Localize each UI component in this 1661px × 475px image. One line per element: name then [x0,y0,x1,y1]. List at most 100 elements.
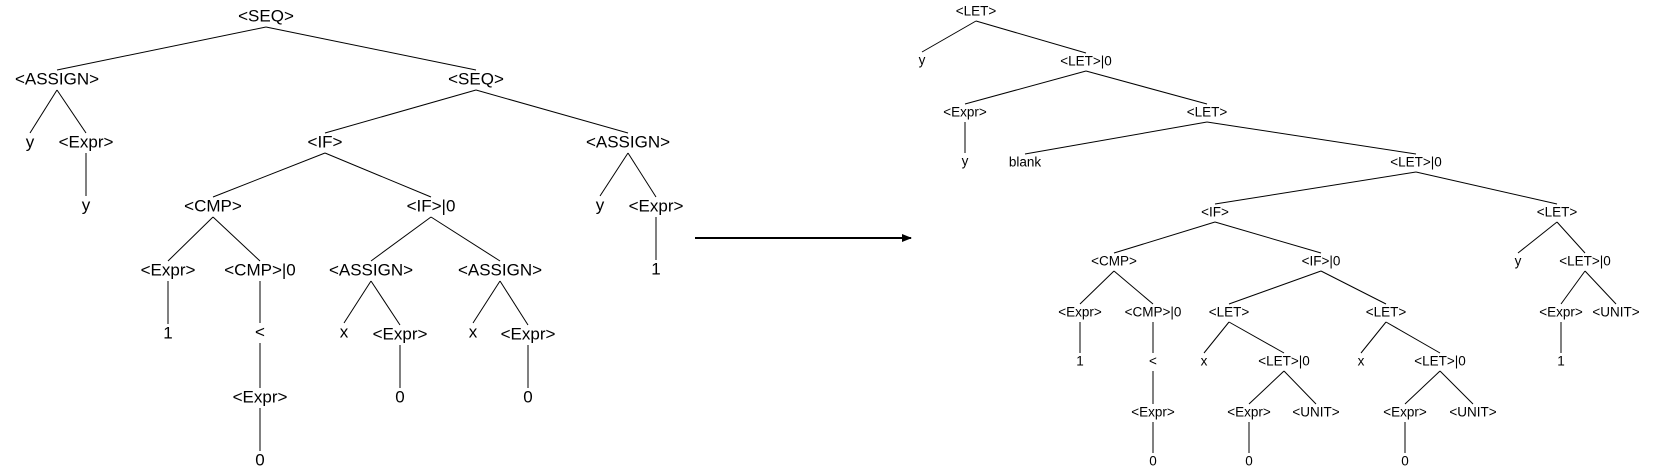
node-y: y [26,132,35,151]
node-expr: <Expr> [141,260,196,279]
tree-edge [1206,121,1417,155]
tree-edge [1584,270,1617,305]
node-expr: <Expr> [233,387,288,406]
tree-edge [343,280,372,324]
node-1: 1 [1557,354,1565,369]
node-0: 0 [1401,454,1409,469]
node-expr: <Expr> [1131,405,1175,420]
node-y: y [962,154,969,169]
node-let-0: <LET>|0 [1414,354,1466,369]
node-let-0: <LET>|0 [1559,254,1611,269]
tree-edge [1385,321,1441,354]
node-y: y [82,195,91,214]
node-unit: <UNIT> [1292,405,1339,420]
node-if-0: <IF>|0 [407,196,456,215]
node-x: x [469,322,478,341]
tree-edge [1248,370,1285,405]
tree-edge [212,216,261,262]
source-tree: <SEQ><ASSIGN><SEQ>y<Expr>y<IF><ASSIGN><C… [15,6,684,469]
tree-edge [265,26,477,71]
node-x: x [1201,354,1208,369]
tree-edge [56,26,267,71]
tree-edge [964,70,1087,105]
node-let: <LET> [1209,305,1250,320]
node-let-0: <LET>|0 [1390,155,1442,170]
node-cmp-0: <CMP>|0 [224,260,296,279]
tree-edge [1404,370,1441,405]
tree-edge [1214,221,1322,254]
tree-node-labels: <SEQ><ASSIGN><SEQ>y<Expr>y<IF><ASSIGN><C… [15,4,1640,470]
node-unit: <UNIT> [1592,305,1639,320]
target-tree: <LET> y <LET>|0 <Expr> <LET> y blank <LET>|0 <IF… [919,4,1640,469]
node-blank: blank [1009,155,1042,170]
node-symbol: < [1149,354,1157,369]
node-0: 0 [1149,454,1157,469]
node-0: 0 [395,387,404,406]
tree-edge [627,152,657,198]
node-cmp-0: <CMP>|0 [1125,305,1182,320]
node-1: 1 [651,259,660,278]
node-seq: <SEQ> [448,69,504,88]
tree-edge [370,216,432,262]
tree-edge [499,280,529,326]
node-expr: <Expr> [501,324,556,343]
node-expr: <Expr> [373,324,428,343]
node-assign: <ASSIGN> [15,69,99,88]
node-assign: <ASSIGN> [458,260,542,279]
node-let: <LET> [1537,205,1578,220]
node-let-0: <LET>|0 [1060,54,1112,69]
node-expr: <Expr> [1539,305,1583,320]
tree-edge [56,89,87,134]
tree-edge [475,89,629,134]
tree-edge [1415,171,1558,205]
node-y: y [1515,254,1522,269]
tree-edge [1556,221,1586,254]
tree-edge [324,152,432,198]
tree-edge [921,20,977,53]
node-1: 1 [1076,354,1084,369]
node-0: 0 [255,450,264,469]
tree-edge [1203,321,1230,354]
tree-edge [29,89,58,134]
tree-edge [370,280,401,326]
tree-edge [1228,270,1322,305]
node-symbol: < [255,322,265,341]
tree-edge [1228,321,1285,354]
node-unit: <UNIT> [1449,405,1496,420]
tree-edge [324,89,477,134]
tree-edge [1024,121,1208,155]
node-cmp: <CMP> [184,196,242,215]
tree-edge [1085,70,1208,105]
node-assign: <ASSIGN> [586,132,670,151]
node-cmp: <CMP> [1091,254,1137,269]
node-y: y [919,53,926,68]
node-expr: <Expr> [943,105,987,120]
node-let-0: <LET>|0 [1258,354,1310,369]
node-if-0: <IF>|0 [1302,254,1341,269]
tree-edge [1283,370,1317,405]
node-expr: <Expr> [1227,405,1271,420]
node-0: 0 [523,387,532,406]
tree-edge [1113,270,1154,305]
node-if: <IF> [1201,205,1229,220]
node-x: x [340,322,349,341]
node-y: y [596,195,605,214]
tree-edge [1560,270,1586,305]
tree-edge [167,216,214,262]
node-expr: <Expr> [1058,305,1102,320]
node-expr: <Expr> [59,132,114,151]
node-x: x [1358,354,1365,369]
node-expr: <Expr> [629,196,684,215]
node-let: <LET> [1366,305,1407,320]
tree-edge [1360,321,1387,354]
node-if: <IF> [308,132,343,151]
tree-edge [430,216,501,262]
tree-edges [29,20,1617,453]
tree-edge [1214,171,1417,205]
tree-edge [1079,270,1115,305]
node-let: <LET> [1187,105,1228,120]
node-let: <LET> [956,4,997,19]
node-1: 1 [163,323,172,342]
tree-edge [472,280,501,324]
